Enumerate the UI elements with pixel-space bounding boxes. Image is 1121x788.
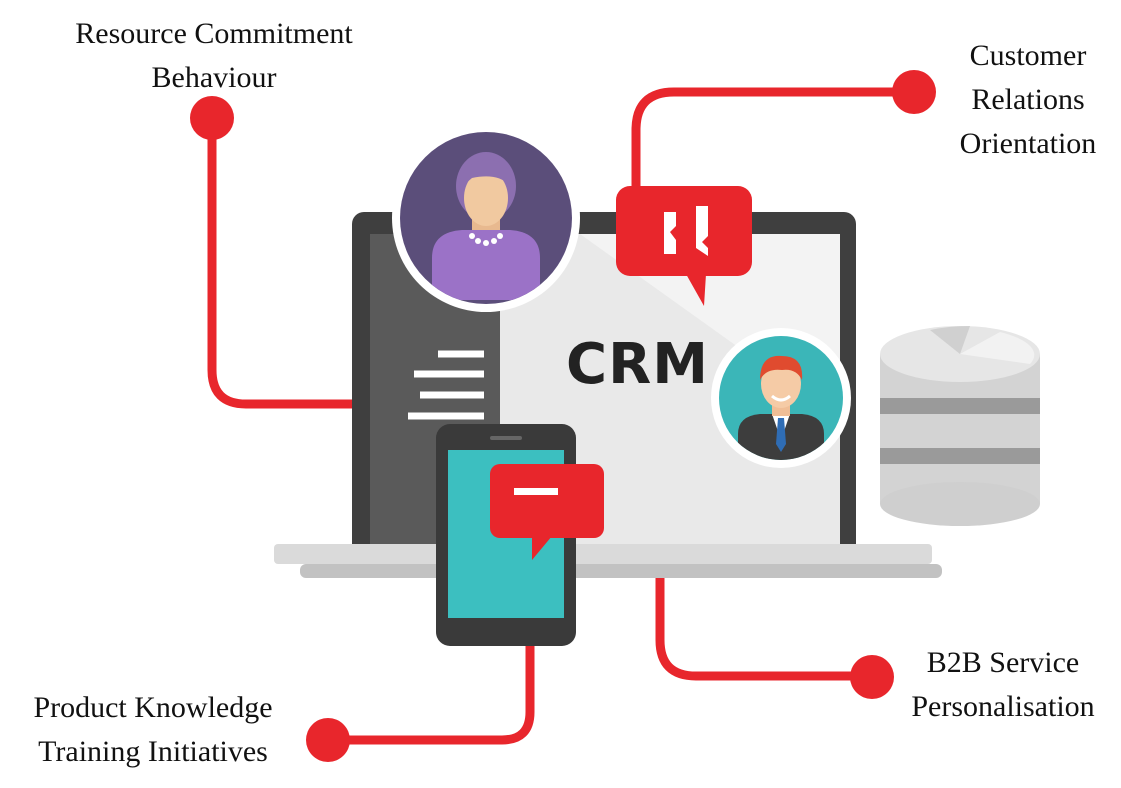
label-b2b-service-personalisation: B2B Service Personalisation bbox=[896, 641, 1110, 729]
man-avatar-icon bbox=[711, 328, 851, 468]
connector-dots bbox=[190, 70, 936, 762]
dot-customer-relations bbox=[892, 70, 936, 114]
phone-chat-bubble-icon bbox=[490, 464, 604, 560]
connector-product-knowledge bbox=[325, 635, 535, 745]
dot-resource-commitment bbox=[190, 96, 234, 140]
label-product-knowledge-training: Product Knowledge Training Initiatives bbox=[12, 686, 294, 774]
label-line: Behaviour bbox=[151, 61, 277, 94]
label-line: Personalisation bbox=[911, 690, 1095, 723]
label-line: Relations bbox=[971, 83, 1085, 116]
connector-resource-commitment bbox=[207, 113, 357, 409]
label-line: Customer bbox=[969, 39, 1087, 72]
label-line: Resource Commitment bbox=[75, 17, 353, 50]
label-line: Training Initiatives bbox=[38, 735, 268, 768]
connector-lines bbox=[207, 87, 917, 745]
chat-bubble-icon bbox=[616, 186, 752, 306]
label-resource-commitment-behaviour: Resource Commitment Behaviour bbox=[58, 12, 370, 100]
crm-center-label: CRM bbox=[566, 332, 709, 397]
label-line: Product Knowledge bbox=[33, 691, 273, 724]
label-line: Orientation bbox=[959, 127, 1097, 160]
dot-b2b-service bbox=[850, 655, 894, 699]
connector-b2b-service bbox=[655, 567, 877, 681]
database-icon bbox=[880, 326, 1040, 526]
connector-customer-relations bbox=[631, 87, 917, 195]
menu-lines-icon bbox=[408, 350, 484, 420]
label-line: B2B Service bbox=[926, 646, 1080, 679]
dot-product-knowledge bbox=[306, 718, 350, 762]
label-customer-relations-orientation: Customer Relations Orientation bbox=[946, 34, 1110, 166]
woman-avatar-icon bbox=[392, 124, 580, 312]
